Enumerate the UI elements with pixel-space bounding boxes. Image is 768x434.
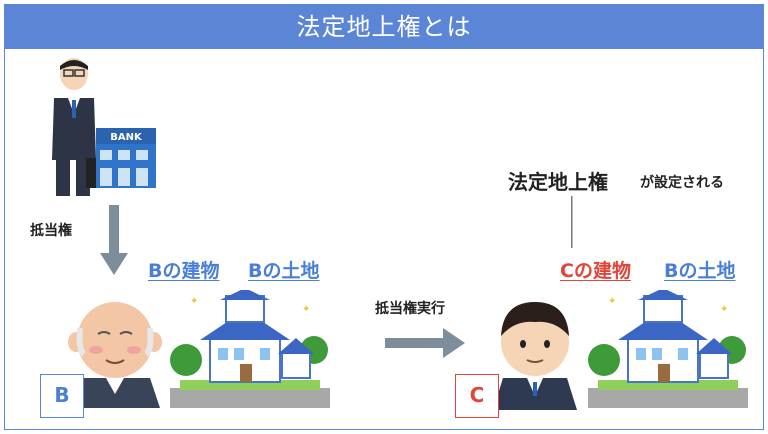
bank-sign: BANK: [110, 132, 143, 143]
right-arrow-icon: [385, 328, 465, 358]
page-title: 法定地上権とは: [5, 5, 763, 49]
foreclosure-label: 抵当権実行: [375, 301, 445, 317]
house-illustration-right: ✦ ✦: [588, 290, 748, 408]
mortgage-label: 抵当権: [30, 223, 72, 239]
person-b-badge: B: [40, 374, 84, 418]
svg-text:✦: ✦: [608, 296, 616, 307]
svg-text:✦: ✦: [302, 304, 310, 315]
b-building-label: Bの建物: [148, 260, 220, 282]
house-icon: ✦ ✦: [170, 290, 330, 408]
old-man-icon: [68, 302, 162, 408]
b-land-label-left: Bの土地: [248, 260, 320, 282]
down-arrow-icon: [100, 205, 128, 275]
young-man-icon: [493, 302, 577, 410]
person-c-illustration: [493, 302, 577, 410]
b-land-label-right: Bの土地: [664, 260, 736, 282]
svg-text:✦: ✦: [720, 304, 728, 315]
banker-person-icon: [52, 58, 96, 196]
house-illustration-left: ✦ ✦: [170, 290, 330, 408]
is-set-label: が設定される: [640, 175, 724, 191]
house-icon: ✦ ✦: [588, 290, 748, 408]
banker-illustration: BANK: [52, 58, 156, 196]
bank-building-icon: BANK: [96, 128, 156, 188]
person-c-badge: C: [455, 374, 499, 418]
statutory-right-label: 法定地上権: [508, 170, 608, 194]
connector-line: [571, 196, 573, 248]
person-b-illustration: [68, 302, 162, 408]
c-building-label: Cの建物: [560, 260, 631, 282]
svg-text:✦: ✦: [190, 296, 198, 307]
